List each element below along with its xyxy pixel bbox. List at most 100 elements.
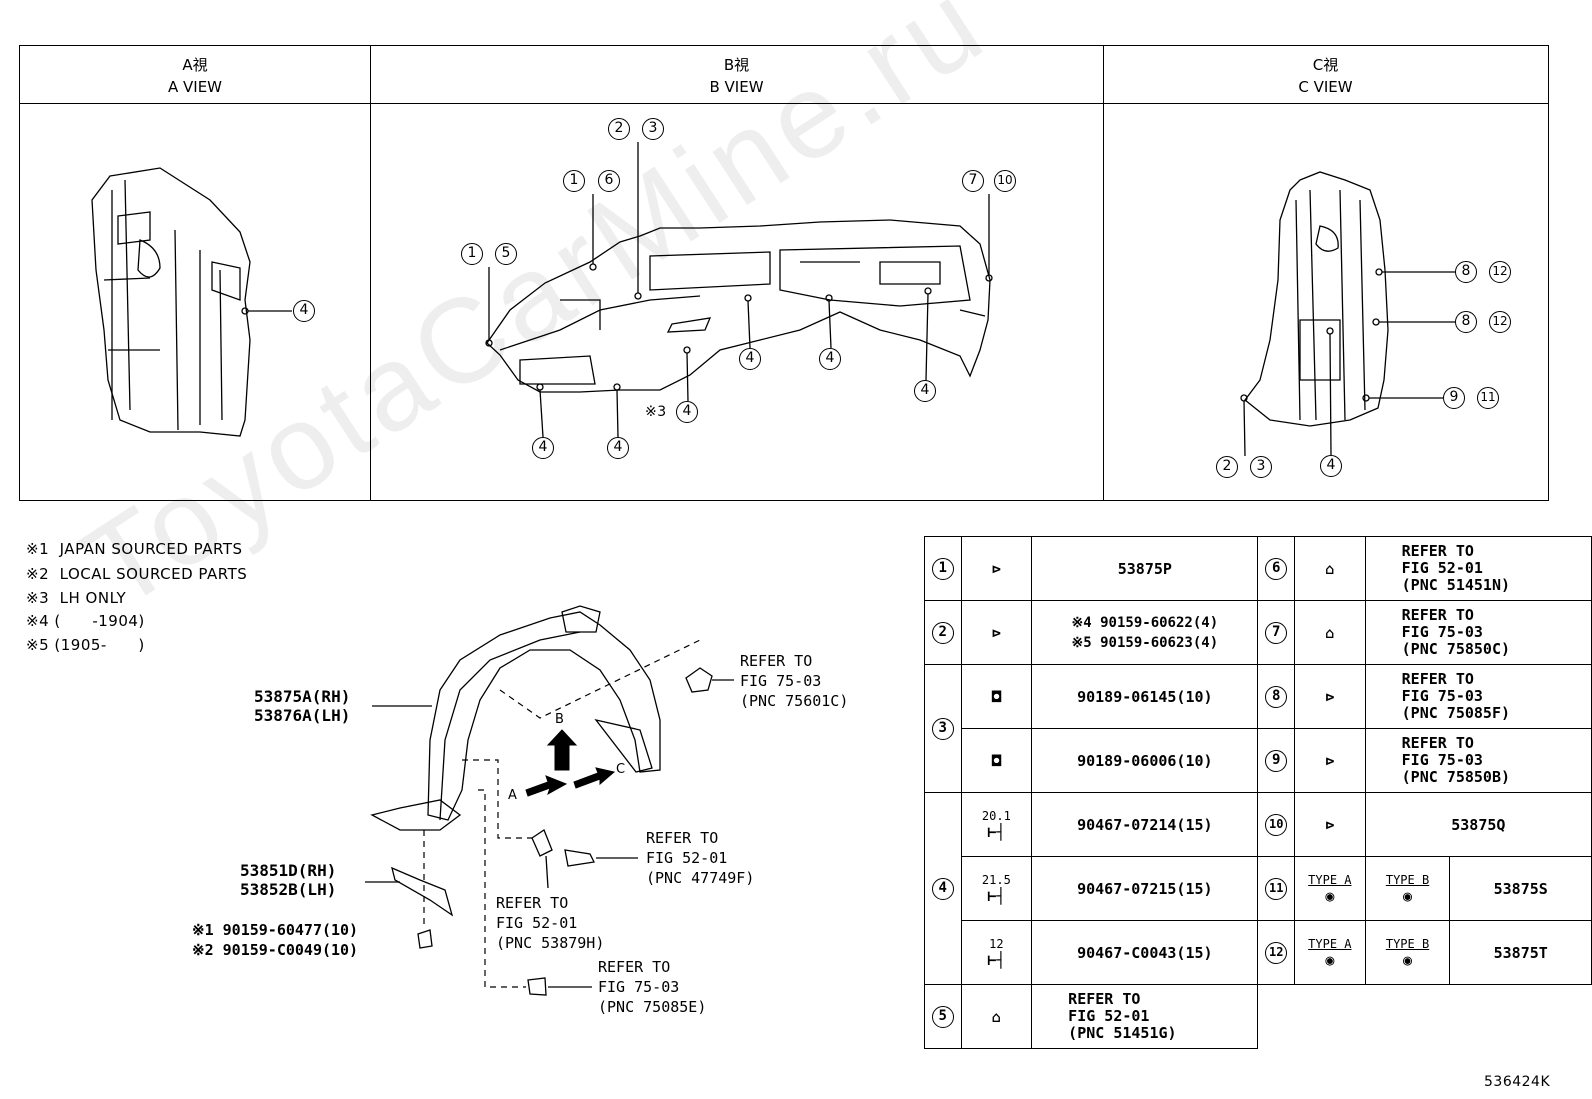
row-number: 4 (924, 792, 962, 985)
table-row: 21.5⊢┤ 90467-07215(15) 11 TYPE A◉ TYPE B… (925, 856, 1592, 921)
note-1: ※1 JAPAN SOURCED PARTS (26, 540, 243, 558)
callout-10: 10 (1265, 813, 1288, 836)
clip-icon: ⌂ (1294, 600, 1366, 665)
ref-pnc-75850c: REFER TO FIG 75-03 (PNC 75850C) (1364, 600, 1592, 665)
ref-pnc-75085f: REFER TO FIG 75-03 (PNC 75085F) (1364, 664, 1592, 729)
row-number: 9 (1257, 728, 1296, 793)
callout-2: 2 (931, 621, 954, 644)
callout-11: 11 (1265, 877, 1288, 900)
callout-7: 7 (1265, 621, 1288, 644)
note-2: ※2 LOCAL SOURCED PARTS (26, 565, 248, 583)
b-view-callout-3: 3 (642, 118, 664, 140)
part-number: 90189-06145(10) (1031, 664, 1259, 729)
c-view-liner-drawing (1240, 171, 1455, 457)
type-b-label: TYPE B (1385, 872, 1430, 887)
c-view-callout-12: 12 (1489, 311, 1511, 333)
b-view-callout-1: 1 (563, 170, 585, 192)
bolt-japan-part-number: ※1 90159-60477(10) (192, 921, 359, 939)
b-view-liner-drawing (485, 142, 993, 438)
parts-table: 1 ⊳ 53875P 6 ⌂ REFER TO FIG 52-01 (PNC 5… (924, 536, 1592, 1049)
c-view-callout-2: 2 (1216, 456, 1238, 478)
c-view-header: C視 C VIEW (1103, 46, 1548, 104)
table-row: ◘ 90189-06006(10) 9 ⊳ REFER TO FIG 75-03… (925, 728, 1592, 793)
push-clip-icon: ⊢┤ (987, 950, 1006, 969)
c-view-callout-4: 4 (1320, 455, 1342, 477)
figure-id: 536424K (1484, 1074, 1551, 1090)
c-view-callout-12: 12 (1489, 261, 1511, 283)
ref-pnc-47749f: REFER TO FIG 52-01 (PNC 47749F) (646, 829, 755, 887)
liner-lh-part-number: 53876A(LH) (254, 706, 351, 725)
b-view-callout-4: 4 (676, 401, 698, 423)
row-number: 8 (1257, 664, 1296, 729)
direction-label-b: B (555, 712, 565, 727)
note-3: ※3 LH ONLY (26, 589, 127, 607)
nut-icon: ◉ (1403, 950, 1413, 969)
clip-dimension-cell: 20.1⊢┤ (960, 792, 1033, 857)
b-view-callout-7: 7 (962, 170, 984, 192)
b-view-callout-10: 10 (994, 170, 1016, 192)
liner-rh-part-number: 53875A(RH) (254, 687, 351, 706)
view-divider (1103, 46, 1104, 500)
shield-rh-part-number: 53851D(RH) (240, 861, 337, 880)
callout-9: 9 (1265, 749, 1288, 772)
part-number: 90189-06006(10) (1031, 728, 1259, 793)
type-a-label: TYPE A (1308, 936, 1352, 951)
table-row: 3 ◘ 90189-06145(10) 8 ⊳ REFER TO FIG 75-… (924, 664, 1592, 793)
part-number: 90467-07215(15) (1031, 856, 1259, 921)
nut-icon: ◉ (1325, 950, 1335, 969)
clip-icon: ⌂ (960, 984, 1033, 1049)
direction-label-a: A (508, 788, 518, 803)
c-view-callout-3: 3 (1250, 456, 1272, 478)
ref-pnc-75085e: REFER TO FIG 75-03 (PNC 75085E) (598, 958, 707, 1016)
row-number: 12 (1257, 920, 1296, 985)
ref-pnc-53879h: REFER TO FIG 52-01 (PNC 53879H) (496, 894, 605, 952)
part-number: 53875P (1031, 536, 1259, 601)
note-4: ※4 ( -1904) (26, 612, 145, 630)
row-number: 3 (924, 664, 962, 793)
grommet-icon: ◘ (960, 728, 1033, 793)
table-row: 12⊢┤ 90467-C0043(15) 12 TYPE A◉ TYPE B◉ … (925, 920, 1592, 985)
exploded-dashed-leaders (423, 639, 701, 988)
table-row: 1 ⊳ 53875P 6 ⌂ REFER TO FIG 52-01 (PNC 5… (924, 536, 1592, 601)
direction-label-c: C (616, 762, 626, 777)
c-view-jp-label: C視 (1312, 56, 1339, 74)
b-view-callout-4: 4 (607, 437, 629, 459)
bolt-local-part-number: ※2 90159-C0049(10) (192, 941, 359, 959)
callout-4: 4 (931, 877, 954, 900)
b-view-callout-5: 5 (495, 243, 517, 265)
empty-cell (1258, 985, 1592, 1049)
part-number: 53875S (1449, 856, 1592, 921)
callout-12: 12 (1265, 941, 1288, 964)
row-number: 6 (1257, 536, 1296, 601)
view-divider (370, 46, 371, 500)
c-view-callout-8: 8 (1455, 261, 1477, 283)
a-view-en-label: A VIEW (167, 78, 223, 96)
grommet-icon: ◘ (960, 664, 1033, 729)
b-view-callout-6: 6 (598, 170, 620, 192)
push-clip-icon: ⊢┤ (987, 886, 1006, 905)
view-direction-arrows (525, 729, 616, 797)
screw-icon: ⊳ (1294, 728, 1366, 793)
row-number: 11 (1257, 856, 1296, 921)
b-view-callout-4: 4 (532, 437, 554, 459)
ref-pnc-75601c: REFER TO FIG 75-03 (PNC 75601C) (740, 652, 849, 710)
ref-pnc-75850b: REFER TO FIG 75-03 (PNC 75850B) (1364, 728, 1592, 793)
b-view-callout-1: 1 (461, 243, 483, 265)
c-view-en-label: C VIEW (1298, 78, 1353, 96)
views-panel: A視 A VIEW B視 B VIEW C視 C VIEW (19, 45, 1549, 501)
b-view-jp-label: B視 (723, 56, 750, 74)
nut-type-a-cell: TYPE A◉ (1294, 856, 1366, 921)
b-view-callout-4: 4 (914, 380, 936, 402)
part-number: 53875Q (1364, 792, 1592, 857)
c-view-callout-11: 11 (1477, 387, 1499, 409)
callout-5: 5 (931, 1005, 954, 1028)
b-view-en-label: B VIEW (709, 78, 764, 96)
type-b-label: TYPE B (1385, 936, 1430, 951)
ref-pnc-51451n: REFER TO FIG 52-01 (PNC 51451N) (1364, 536, 1592, 601)
note-5: ※5 (1905- ) (26, 636, 145, 654)
part-number: 90467-07214(15) (1031, 792, 1259, 857)
clip-dimension-cell: 12⊢┤ (960, 920, 1033, 985)
screw-icon: ⊳ (1294, 664, 1366, 729)
screw-icon: ⊳ (960, 600, 1033, 665)
